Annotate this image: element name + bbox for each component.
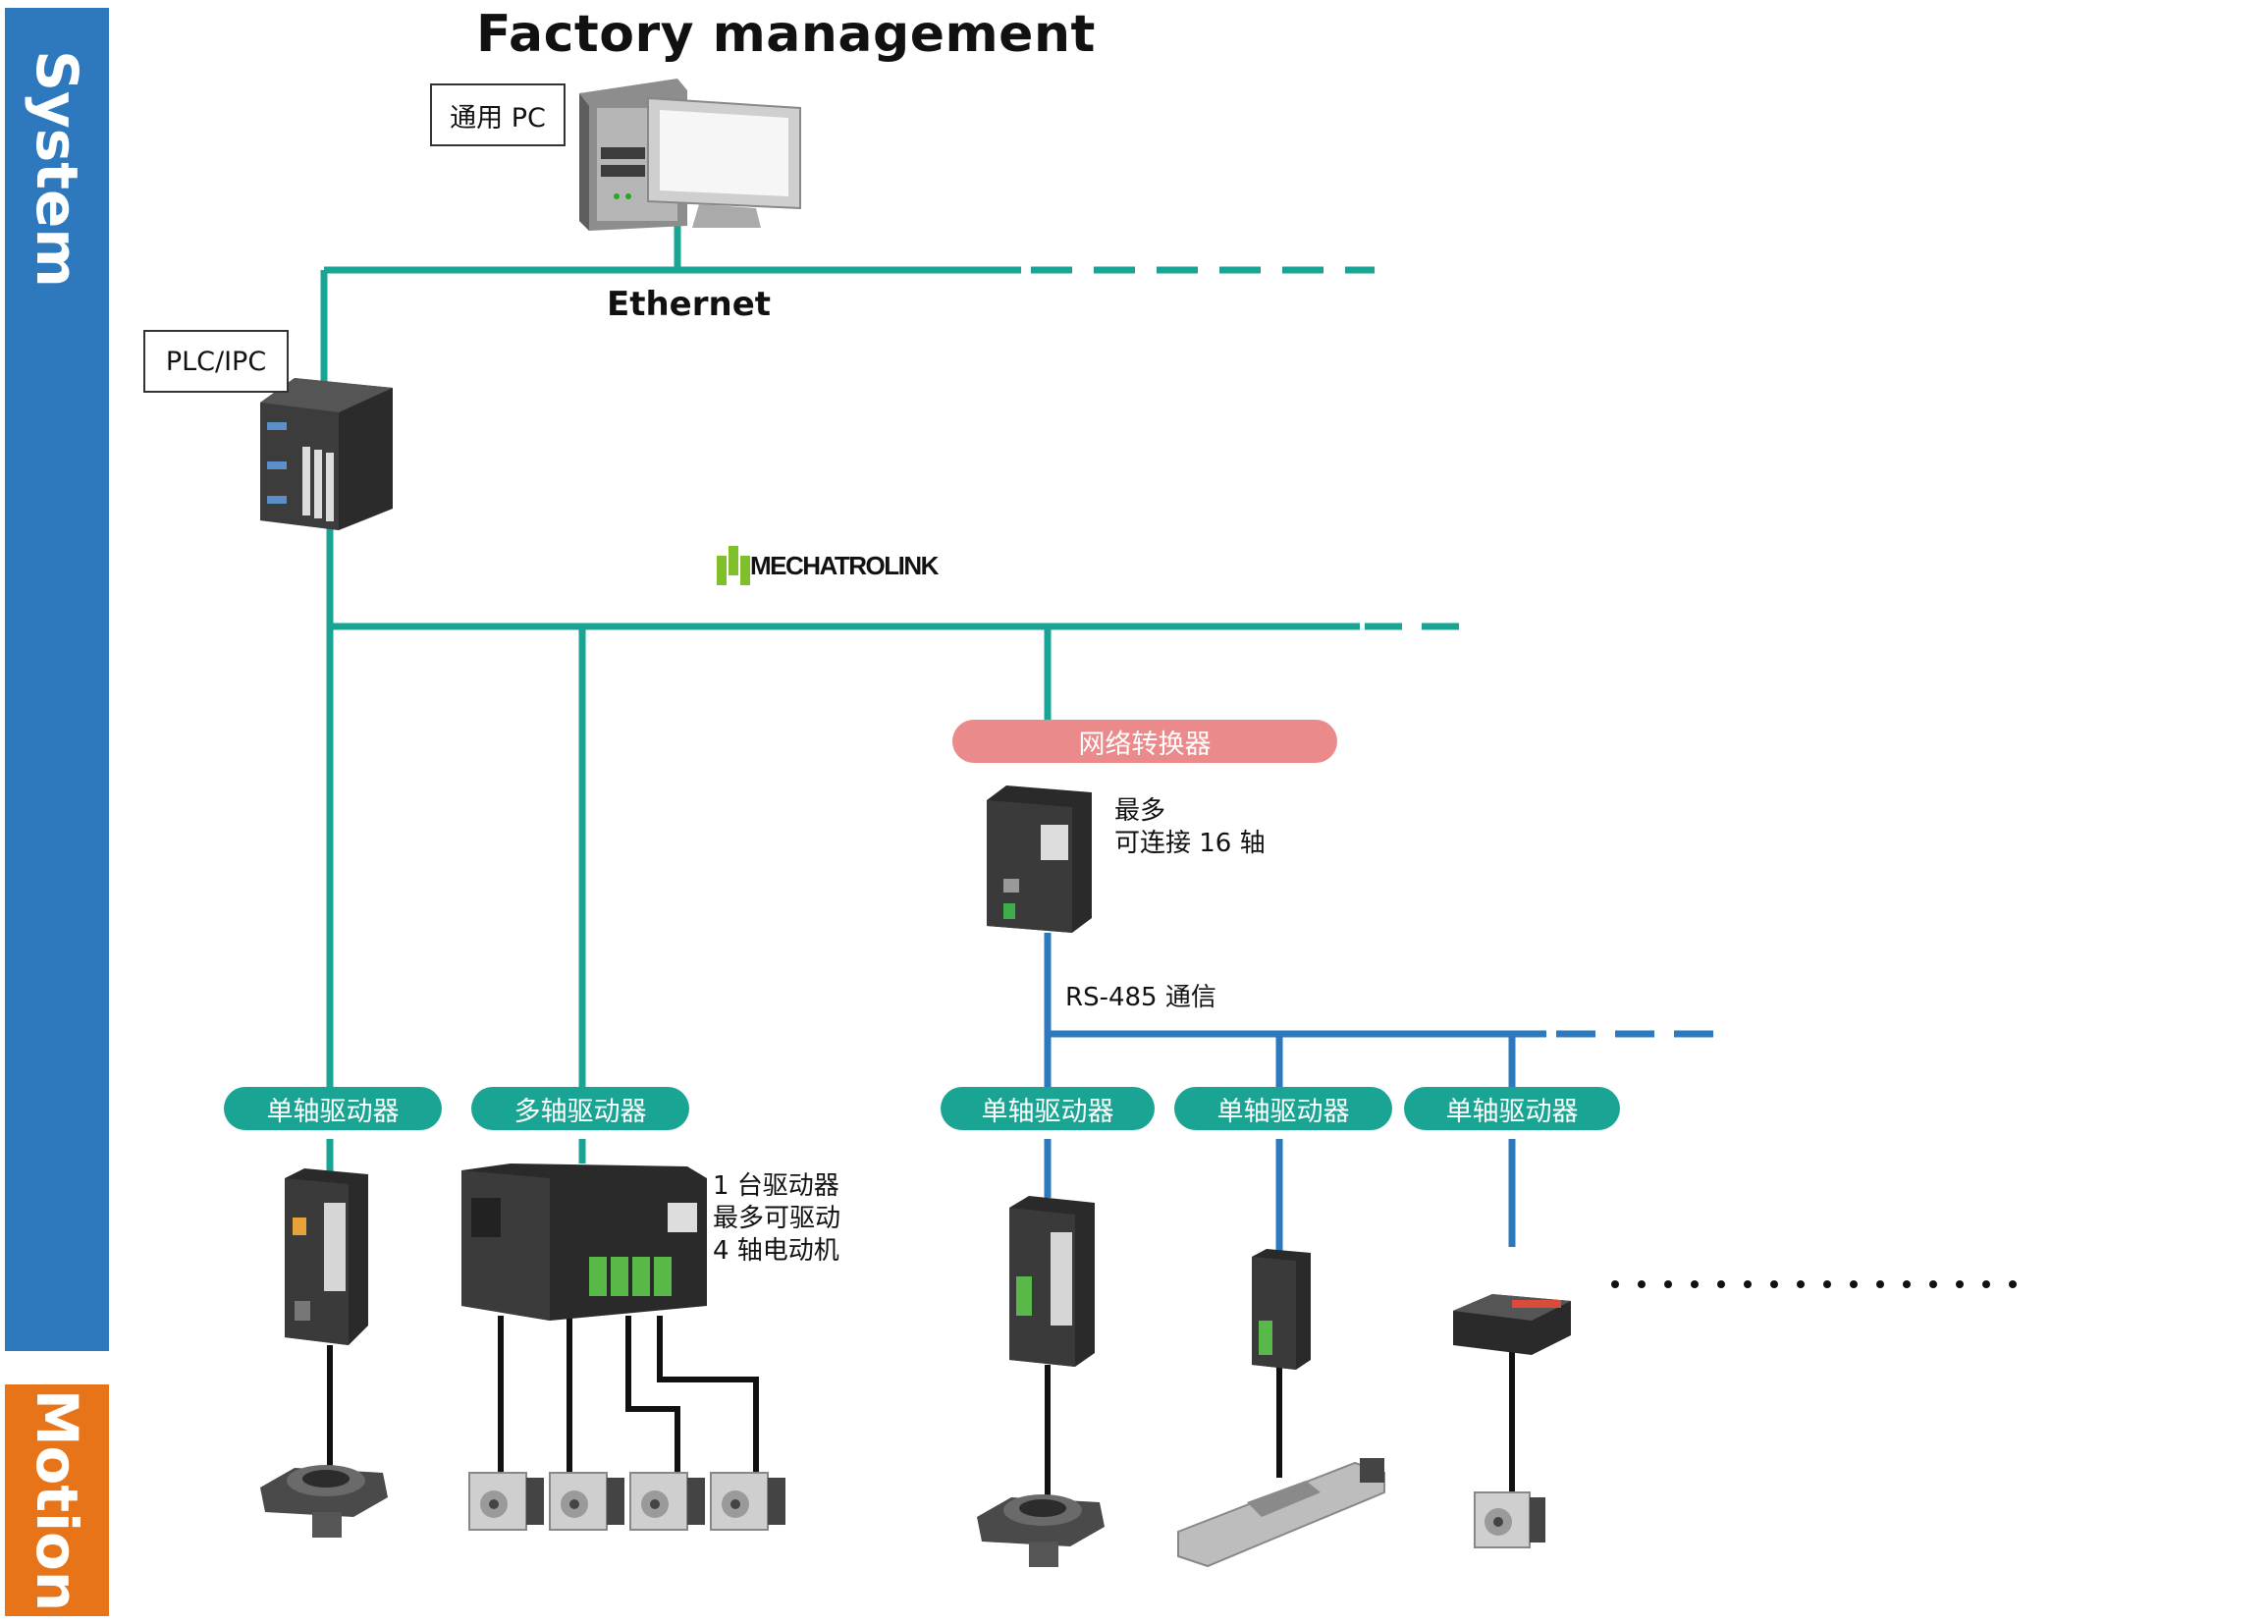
driver-label-single-2: 单轴驱动器	[941, 1087, 1155, 1130]
rs485-line	[1044, 933, 1728, 1252]
stepper-motor-icon	[629, 1472, 705, 1531]
linear-actuator-icon	[1177, 1458, 1385, 1568]
page-title: Factory management	[476, 5, 1096, 64]
rotary-actuator-icon	[977, 1494, 1105, 1567]
driver-icon	[1252, 1249, 1311, 1370]
mechatrolink-label: MECHATROLINK	[750, 550, 939, 580]
system-band: System	[5, 8, 109, 1351]
ethernet-label: Ethernet	[607, 285, 772, 324]
mechatrolink-logo-icon	[717, 546, 750, 585]
rotary-actuator-icon	[260, 1465, 388, 1538]
stepper-motor-icon	[468, 1472, 544, 1531]
converter-label: 网络转换器	[952, 720, 1337, 763]
mechatrolink-line	[326, 525, 1473, 1173]
ipc-icon	[260, 378, 393, 530]
driver-label-multi: 多轴驱动器	[471, 1087, 689, 1130]
monitor-icon	[647, 96, 801, 228]
converter-note: 最多 可连接 16 轴	[1114, 796, 1266, 858]
stepper-motor-icon	[710, 1472, 785, 1531]
stepper-motor-icon	[1474, 1491, 1545, 1548]
pc-label: 通用 PC	[430, 83, 566, 146]
mechatrolink-logo: MECHATROLINK	[717, 546, 939, 585]
driver-icon	[285, 1168, 368, 1345]
motor-cables	[327, 1316, 1515, 1497]
driver-label-single-1: 单轴驱动器	[224, 1087, 442, 1130]
multi-driver-icon	[461, 1164, 707, 1321]
converter-icon	[987, 785, 1092, 933]
motion-band: Motion	[5, 1384, 109, 1616]
driver-icon	[1009, 1196, 1095, 1367]
ethernet-line	[320, 221, 1375, 383]
multi-axis-note: 1 台驱动器 最多可驱动 4 轴电动机	[713, 1171, 841, 1266]
rs485-label: RS-485 通信	[1065, 983, 1216, 1012]
driver-label-single-3: 单轴驱动器	[1174, 1087, 1392, 1130]
compact-driver-icon	[1453, 1294, 1571, 1355]
more-devices-dots	[1611, 1280, 2017, 1288]
stepper-motor-icon	[549, 1472, 624, 1531]
driver-label-single-4: 单轴驱动器	[1404, 1087, 1620, 1130]
plc-label: PLC/IPC	[143, 330, 289, 393]
